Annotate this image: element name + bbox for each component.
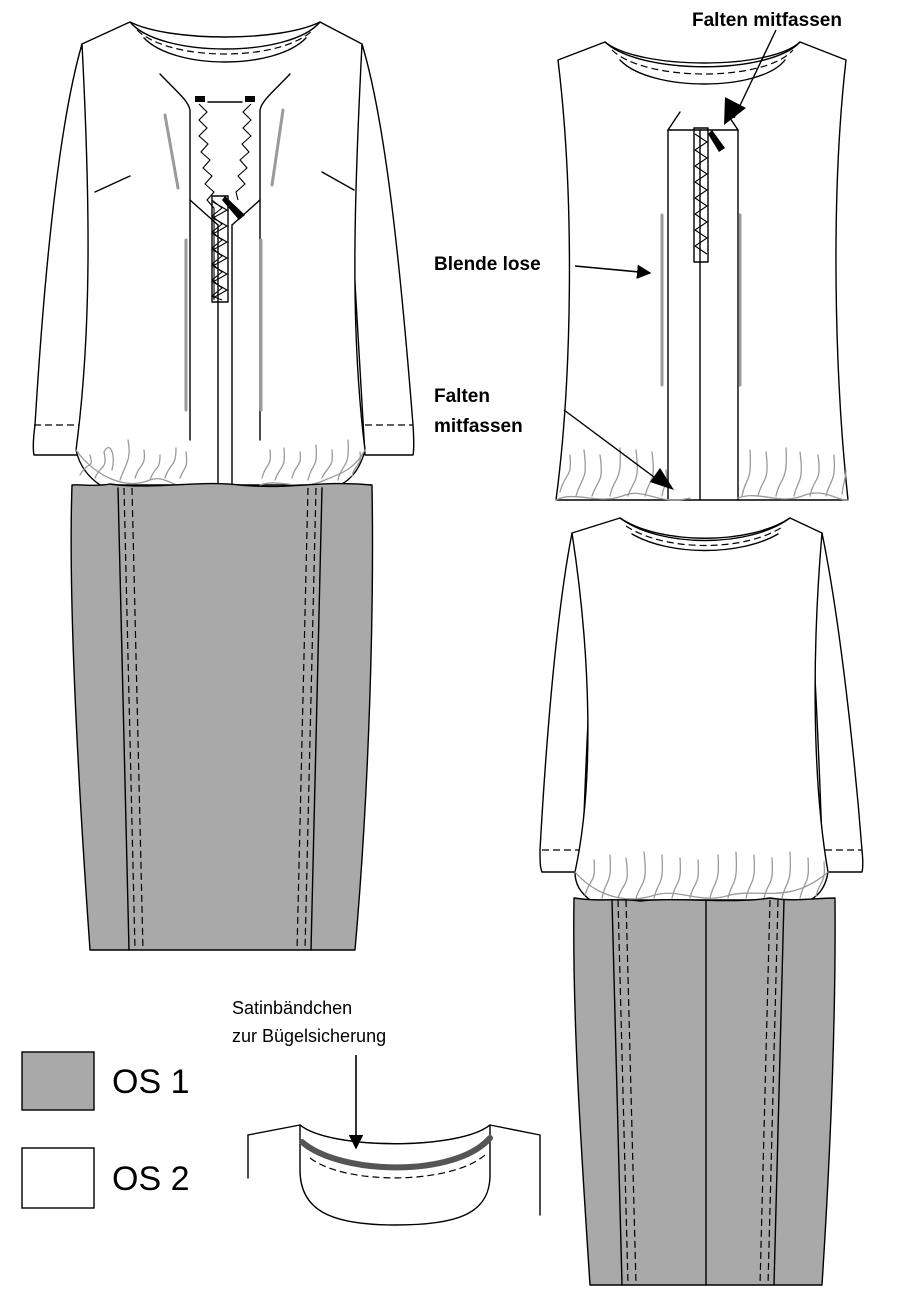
label-blende-lose: Blende lose xyxy=(434,254,541,275)
back-bodice xyxy=(571,517,829,901)
legend-label-os1: OS 1 xyxy=(112,1063,189,1101)
back-skirt-panel xyxy=(573,897,836,1286)
label-satin-line2: zur Bügelsicherung xyxy=(232,1026,386,1046)
label-falten-line1: Falten xyxy=(434,386,490,407)
label-falten-mitfassen-top: Falten mitfassen xyxy=(692,10,842,31)
legend-swatch-os1 xyxy=(21,1051,95,1111)
label-falten-line2: mitfassen xyxy=(434,416,523,437)
legend: OS 1 OS 2 xyxy=(21,1051,189,1209)
front-zipper xyxy=(198,103,252,300)
blouse-front-body xyxy=(555,41,849,501)
dress-back xyxy=(539,517,864,1286)
satin-tape xyxy=(299,1135,493,1171)
front-bodice xyxy=(75,21,366,486)
front-skirt xyxy=(70,482,374,951)
annotation-arrows xyxy=(563,29,777,490)
legend-label-os2: OS 2 xyxy=(112,1160,189,1198)
neckline-detail xyxy=(247,1055,541,1226)
blouse-front xyxy=(555,41,849,501)
legend-swatch-os2 xyxy=(21,1147,95,1209)
front-dress xyxy=(32,21,415,487)
label-satin-line1: Satinbändchen xyxy=(232,998,352,1018)
front-skirt-panel xyxy=(70,482,374,951)
